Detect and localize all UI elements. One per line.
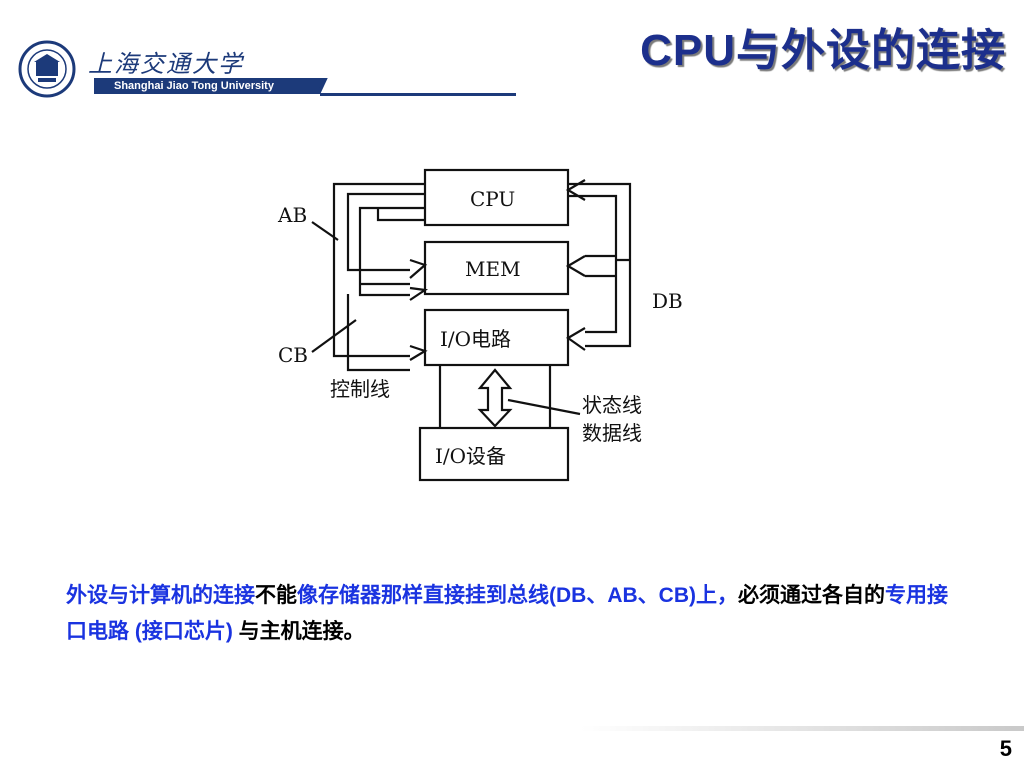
footer-rule bbox=[580, 726, 1024, 731]
slide-title: CPU与外设的连接 bbox=[640, 26, 1006, 75]
db-bus-lines bbox=[565, 179, 632, 351]
body-segment: 外设与计算机的连接 bbox=[66, 584, 255, 607]
ab-bus-lines bbox=[332, 182, 428, 361]
body-segment: 不能 bbox=[255, 584, 297, 607]
bus-connection-diagram: CPU MEM I/O电路 I/O设备 AB CB DB 控制线 状态线 数据线 bbox=[277, 168, 683, 482]
control-line-label: 控制线 bbox=[330, 377, 390, 401]
body-segment: 专用接口电路 (接口芯片) bbox=[66, 584, 948, 643]
page-number: 5 bbox=[999, 736, 1012, 761]
status-line-label: 状态线 bbox=[582, 393, 642, 417]
body-segment: 像存储器那样直接挂到总线(DB、AB、CB)上， bbox=[297, 584, 738, 607]
data-line-label: 数据线 bbox=[582, 421, 642, 445]
io-device-block bbox=[418, 426, 570, 482]
cpu-block bbox=[423, 168, 570, 227]
mem-block bbox=[423, 240, 570, 296]
io-link-lines bbox=[438, 365, 552, 428]
ab-label: AB bbox=[277, 203, 307, 227]
label-leader-lines bbox=[311, 221, 581, 416]
io-device-label: I/O设备 bbox=[435, 444, 506, 468]
io-circuit-label: I/O电路 bbox=[440, 327, 511, 351]
mem-label: MEM bbox=[465, 257, 521, 281]
body-segment: 与主机连接。 bbox=[232, 620, 365, 643]
cb-label: CB bbox=[278, 343, 308, 367]
cpu-label: CPU bbox=[470, 187, 515, 211]
body-paragraph: 外设与计算机的连接不能像存储器那样直接挂到总线(DB、AB、CB)上，必须通过各… bbox=[66, 578, 966, 650]
university-name-cn: 上海交通大学 bbox=[88, 50, 244, 78]
university-seal-icon bbox=[18, 40, 76, 98]
university-logo: 上海交通大学 Shanghai Jiao Tong University bbox=[14, 38, 334, 100]
header-rule bbox=[320, 93, 516, 96]
db-label: DB bbox=[652, 289, 683, 313]
university-name-en: Shanghai Jiao Tong University bbox=[94, 78, 326, 94]
cb-bus-lines bbox=[346, 206, 429, 372]
body-segment: 必须通过各自的 bbox=[737, 584, 885, 607]
